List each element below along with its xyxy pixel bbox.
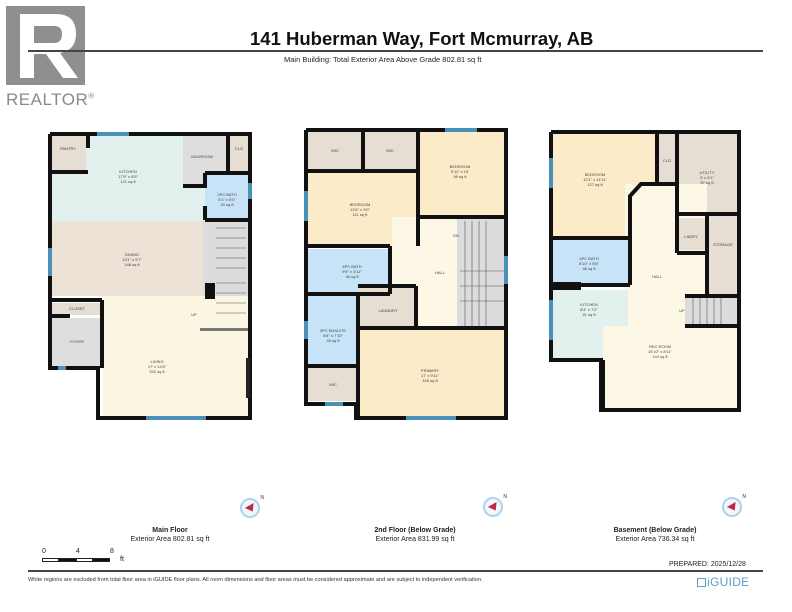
- svg-text:WIC: WIC: [329, 382, 337, 387]
- footer-divider: [28, 570, 763, 572]
- svg-text:LAUNDRY: LAUNDRY: [378, 308, 397, 313]
- label-kitchen: KITCHEN: [119, 169, 137, 174]
- svg-text:48 sq ft: 48 sq ft: [582, 266, 596, 271]
- svg-text:13'1" x 9'7": 13'1" x 9'7": [122, 257, 142, 262]
- compass-icon: N: [483, 494, 507, 517]
- floor-area: Exterior Area 831.99 sq ft: [375, 536, 455, 543]
- floor-caption-basement: Basement (Below Grade) Exterior Area 736…: [580, 526, 730, 544]
- svg-text:99 sq ft: 99 sq ft: [453, 174, 467, 179]
- iguide-icon: [697, 578, 706, 587]
- svg-text:17' x 14'6": 17' x 14'6": [148, 364, 167, 369]
- svg-text:HALL: HALL: [652, 274, 663, 279]
- svg-text:121 sq ft: 121 sq ft: [120, 179, 136, 184]
- svg-text:DN: DN: [453, 233, 459, 238]
- svg-text:17'9" x 8'9": 17'9" x 8'9": [118, 174, 138, 179]
- svg-text:HALL: HALL: [435, 270, 446, 275]
- svg-text:57 sq ft: 57 sq ft: [700, 180, 714, 185]
- svg-text:169 sq ft: 169 sq ft: [422, 378, 438, 383]
- room-pantry: [52, 136, 86, 171]
- floor-name: Main Floor: [152, 527, 188, 534]
- svg-text:CLOSET: CLOSET: [69, 306, 86, 311]
- svg-text:12'6" x 9'0": 12'6" x 9'0": [350, 207, 370, 212]
- scale-tick: 0: [42, 548, 46, 555]
- realtor-logo: REALTOR®: [6, 6, 94, 109]
- svg-text:148 sq ft: 148 sq ft: [124, 262, 140, 267]
- registered-mark: ®: [88, 91, 95, 101]
- realtor-r-icon: [6, 6, 85, 85]
- iguide-logo: iGUIDE: [697, 575, 749, 589]
- svg-text:17' x 9'11": 17' x 9'11": [421, 373, 440, 378]
- svg-text:2PC BATH: 2PC BATH: [217, 192, 236, 197]
- total-area-subtitle: Main Building: Total Exterior Area Above…: [284, 55, 482, 64]
- svg-text:9'5" x 4'11": 9'5" x 4'11": [342, 269, 362, 274]
- svg-text:9' x 9'1": 9' x 9'1": [700, 175, 714, 180]
- svg-text:4PC BATH: 4PC BATH: [579, 256, 598, 261]
- room-foyer: [52, 318, 102, 366]
- svg-text:FOYER: FOYER: [70, 339, 84, 344]
- label-pantry: PANTRY: [60, 146, 76, 151]
- floor-caption-2nd: 2nd Floor (Below Grade) Exterior Area 83…: [340, 526, 490, 544]
- floor-plan-basement: BEDROOM 12'1" x 11'11" 127 sq ft CLO UTI…: [545, 128, 745, 413]
- svg-text:6'8" x 7'10": 6'8" x 7'10": [323, 333, 343, 338]
- svg-text:15'10" x 8'11": 15'10" x 8'11": [648, 349, 672, 354]
- room-2pc-bath: [205, 173, 250, 218]
- floor-area: Exterior Area 802.81 sq ft: [130, 536, 210, 543]
- floor-name: 2nd Floor (Below Grade): [374, 527, 456, 534]
- svg-text:BEDROOM: BEDROOM: [350, 202, 371, 207]
- svg-text:PRIMARY: PRIMARY: [421, 368, 439, 373]
- svg-text:12'1" x 11'11": 12'1" x 11'11": [583, 177, 607, 182]
- svg-text:BEDROOM: BEDROOM: [585, 172, 606, 177]
- svg-text:46 sq ft: 46 sq ft: [345, 274, 359, 279]
- svg-text:8'4" x 7'2": 8'4" x 7'2": [580, 307, 598, 312]
- prepared-date: PREPARED: 2025/12/28: [669, 561, 746, 568]
- floor-plan-2nd: WIC WIC BEDROOM 9'11" x 10' 99 sq ft BED…: [300, 126, 515, 421]
- floor-plan-main: PANTRY KITCHEN 17'9" x 8'9" 121 sq ft MU…: [40, 128, 260, 428]
- svg-text:CLO: CLO: [663, 158, 671, 163]
- svg-text:STORAGE: STORAGE: [713, 242, 733, 247]
- realtor-text: REALTOR: [6, 90, 89, 109]
- svg-text:3PC ENSUITE: 3PC ENSUITE: [320, 328, 347, 333]
- svg-text:MUDROOM: MUDROOM: [191, 154, 213, 159]
- svg-text:4PC BATH: 4PC BATH: [342, 264, 361, 269]
- svg-text:111 sq ft: 111 sq ft: [353, 212, 369, 217]
- svg-text:UP: UP: [679, 308, 685, 313]
- svg-text:222 sq ft: 222 sq ft: [149, 369, 165, 374]
- svg-text:LIVING: LIVING: [150, 359, 163, 364]
- svg-text:20 sq ft: 20 sq ft: [220, 202, 234, 207]
- floor-name: Basement (Below Grade): [613, 527, 697, 534]
- svg-text:127 sq ft: 127 sq ft: [587, 182, 603, 187]
- svg-text:WIC: WIC: [386, 148, 394, 153]
- room-living: [103, 296, 248, 418]
- svg-text:5'1" x 5'0": 5'1" x 5'0": [218, 197, 236, 202]
- compass-icon: N: [722, 494, 746, 517]
- svg-text:DINING: DINING: [125, 252, 139, 257]
- disclaimer-text: White regions are excluded from total fl…: [28, 577, 483, 583]
- svg-text:WIC: WIC: [331, 148, 339, 153]
- room-clo: [230, 136, 248, 171]
- svg-text:144 sq ft: 144 sq ft: [652, 354, 668, 359]
- compass-icon: N: [240, 495, 264, 518]
- room-closet: [52, 303, 102, 315]
- svg-text:9'11" x 10': 9'11" x 10': [451, 169, 469, 174]
- property-address-title: 141 Huberman Way, Fort Mcmurray, AB: [250, 28, 594, 49]
- svg-text:UTILITY: UTILITY: [700, 170, 715, 175]
- svg-text:41 sq ft: 41 sq ft: [582, 312, 596, 317]
- svg-text:REC ROOM: REC ROOM: [649, 344, 671, 349]
- header-divider: [28, 50, 763, 52]
- svg-text:BEDROOM: BEDROOM: [450, 164, 471, 169]
- svg-text:CLO: CLO: [235, 146, 243, 151]
- svg-text:KITCHEN: KITCHEN: [580, 302, 598, 307]
- room-dining: [52, 221, 214, 296]
- svg-text:UP: UP: [191, 312, 197, 317]
- svg-text:8'10" x 5'6": 8'10" x 5'6": [579, 261, 599, 266]
- scale-unit: ft: [120, 556, 124, 563]
- iguide-brand-text: iGUIDE: [707, 575, 750, 589]
- scale-tick: 4: [76, 548, 80, 555]
- svg-text:43 sq ft: 43 sq ft: [326, 338, 340, 343]
- floor-caption-main: Main Floor Exterior Area 802.81 sq ft: [95, 526, 245, 544]
- scale-tick: 8: [110, 548, 114, 555]
- svg-text:LNDRY: LNDRY: [684, 234, 698, 239]
- floor-area: Exterior Area 736.34 sq ft: [615, 536, 695, 543]
